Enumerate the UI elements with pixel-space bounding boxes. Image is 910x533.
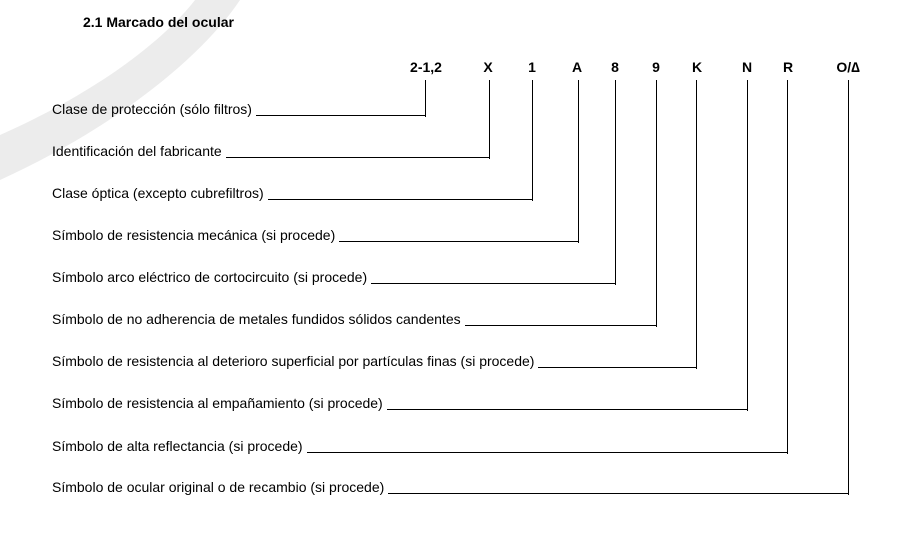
connector-line [532, 80, 533, 201]
marking-row: Identificación del fabricante [52, 139, 489, 159]
connector-line [425, 80, 426, 117]
code-original-replacement: O/∆ [836, 59, 860, 75]
code-molten-metal: 9 [652, 59, 660, 75]
row-label: Símbolo arco eléctrico de cortocircuito … [52, 269, 368, 285]
leader-line [464, 325, 656, 326]
code-arc: 8 [611, 59, 619, 75]
leader-line [225, 157, 489, 158]
leader-line [388, 493, 848, 494]
connector-line [578, 80, 579, 243]
code-reflectance: R [782, 59, 794, 75]
marking-row: Símbolo de no adherencia de metales fund… [52, 307, 656, 327]
row-label: Clase óptica (excepto cubrefiltros) [52, 185, 264, 201]
row-label: Símbolo de no adherencia de metales fund… [52, 311, 461, 327]
marking-row: Símbolo de ocular original o de recambio… [52, 475, 848, 495]
marking-row: Clase de protección (sólo filtros) [52, 97, 425, 117]
leader-line [386, 409, 747, 410]
row-label: Símbolo de resistencia al empañamiento (… [52, 395, 383, 411]
row-label: Símbolo de resistencia mecánica (si proc… [52, 227, 336, 243]
code-fogging: N [741, 59, 753, 75]
marking-row: Símbolo de resistencia mecánica (si proc… [52, 223, 578, 243]
code-mechanical: A [571, 59, 583, 75]
connector-line [848, 80, 849, 495]
connector-line [696, 80, 697, 369]
code-surface-damage: K [691, 59, 703, 75]
row-label: Símbolo de alta reflectancia (si procede… [52, 438, 303, 454]
marking-row: Símbolo de alta reflectancia (si procede… [52, 434, 787, 454]
code-optical-class: 1 [528, 59, 536, 75]
connector-line [747, 80, 748, 411]
leader-line [538, 367, 696, 368]
row-label: Identificación del fabricante [52, 143, 222, 159]
marking-row: Símbolo de resistencia al empañamiento (… [52, 391, 747, 411]
connector-line [489, 80, 490, 159]
code-protection-class: 2-1,2 [410, 59, 442, 75]
marking-row: Símbolo de resistencia al deterioro supe… [52, 349, 696, 369]
code-manufacturer: X [483, 59, 493, 75]
leader-line [339, 241, 578, 242]
leader-line [255, 115, 425, 116]
leader-line [306, 452, 787, 453]
row-label: Símbolo de resistencia al deterioro supe… [52, 353, 535, 369]
section-title: 2.1 Marcado del ocular [83, 14, 234, 30]
connector-line [656, 80, 657, 327]
leader-line [371, 283, 615, 284]
connector-line [787, 80, 788, 454]
leader-line [267, 199, 532, 200]
connector-line [615, 80, 616, 285]
row-label: Clase de protección (sólo filtros) [52, 101, 252, 117]
marking-row: Símbolo arco eléctrico de cortocircuito … [52, 265, 615, 285]
marking-row: Clase óptica (excepto cubrefiltros) [52, 181, 532, 201]
row-label: Símbolo de ocular original o de recambio… [52, 479, 385, 495]
